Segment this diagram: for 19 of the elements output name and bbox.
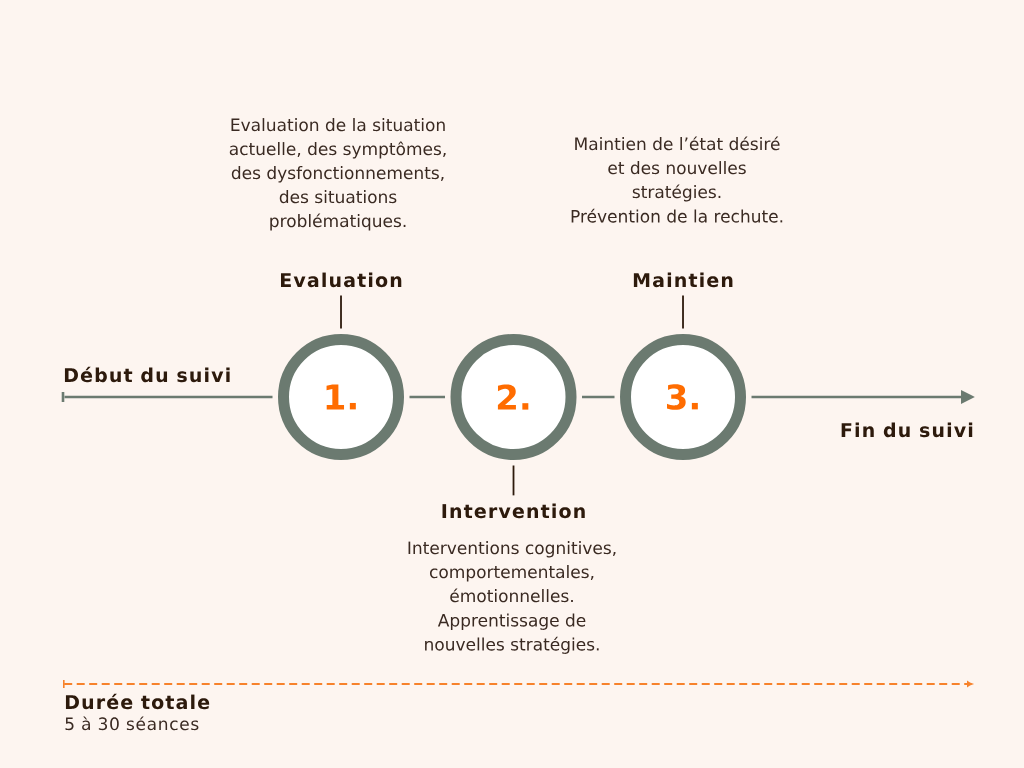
leader-line [340,294,342,330]
timeline-line [409,395,445,399]
timeline-start-label: Début du suivi [64,366,230,383]
duration-heading: Durée totale [65,693,210,710]
phase-heading: Intervention [442,503,585,519]
leader-line [512,464,515,497]
description-text: Prévention de la rechute. [571,208,783,223]
phase-heading: Evaluation [281,272,402,288]
description-text: Apprentissage de nouvelles stratégies. [425,613,599,654]
line-end-tick [61,392,65,402]
description-text: Evaluation de la situation actuelle, des symptômes, des dysfonctionnements, des situations problématiques. [229,118,446,231]
timeline-line [64,395,273,399]
description-text: Interventions cognitives, comportementales, émotionnelles. [408,541,616,603]
phase-heading: Maintien [633,272,733,288]
description-text: Maintien de l’état désiré et des nouvelles stratégies. [575,136,780,202]
timeline-line [582,395,615,399]
leader-line [682,294,684,330]
duration-text: 5 à 30 séances [65,716,199,731]
timeline-end-label: Fin du suivi [841,422,973,438]
